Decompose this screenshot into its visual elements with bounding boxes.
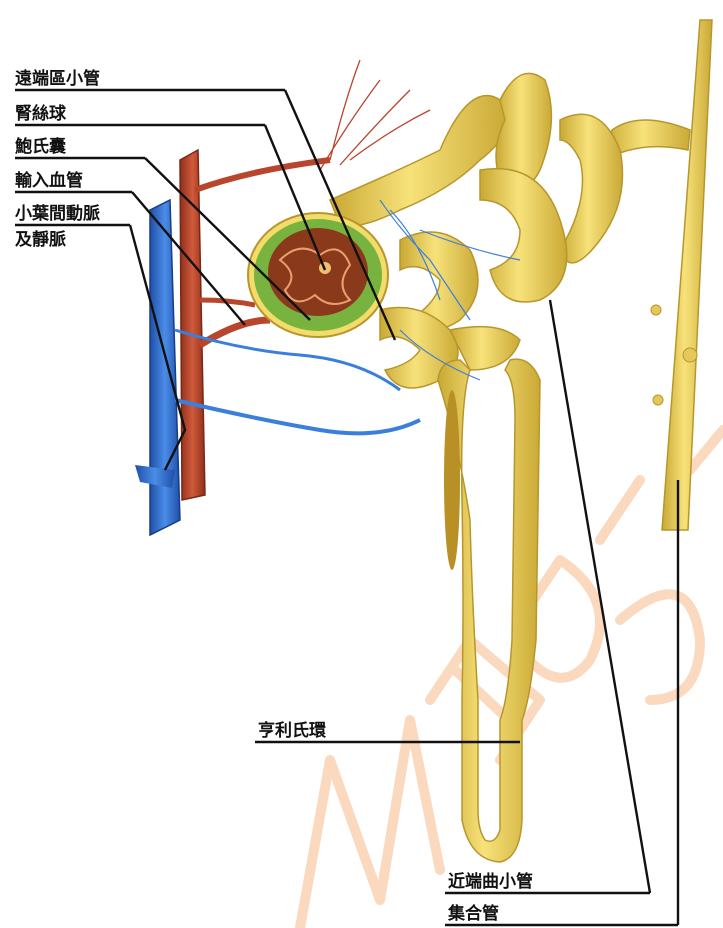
label-glomerulus: 腎絲球	[15, 103, 67, 124]
loop-of-henle	[438, 359, 540, 862]
label-loop-of-henle: 亨利氏環	[258, 720, 327, 741]
label-proximal-tubule: 近端曲小管	[448, 871, 533, 892]
label-bowman-capsule: 鮑氏囊	[15, 136, 66, 157]
convoluted-tubules	[330, 73, 623, 388]
label-distal-tubule: 遠端區小管	[15, 68, 100, 89]
collecting-duct	[605, 20, 712, 530]
label-interlobular-vessels-2: 及靜脈	[15, 229, 66, 250]
label-afferent-arteriole: 輸入血管	[15, 170, 83, 191]
label-interlobular-vessels-1: 小葉間動脈	[15, 203, 100, 224]
label-collecting-duct: 集合管	[447, 903, 499, 924]
